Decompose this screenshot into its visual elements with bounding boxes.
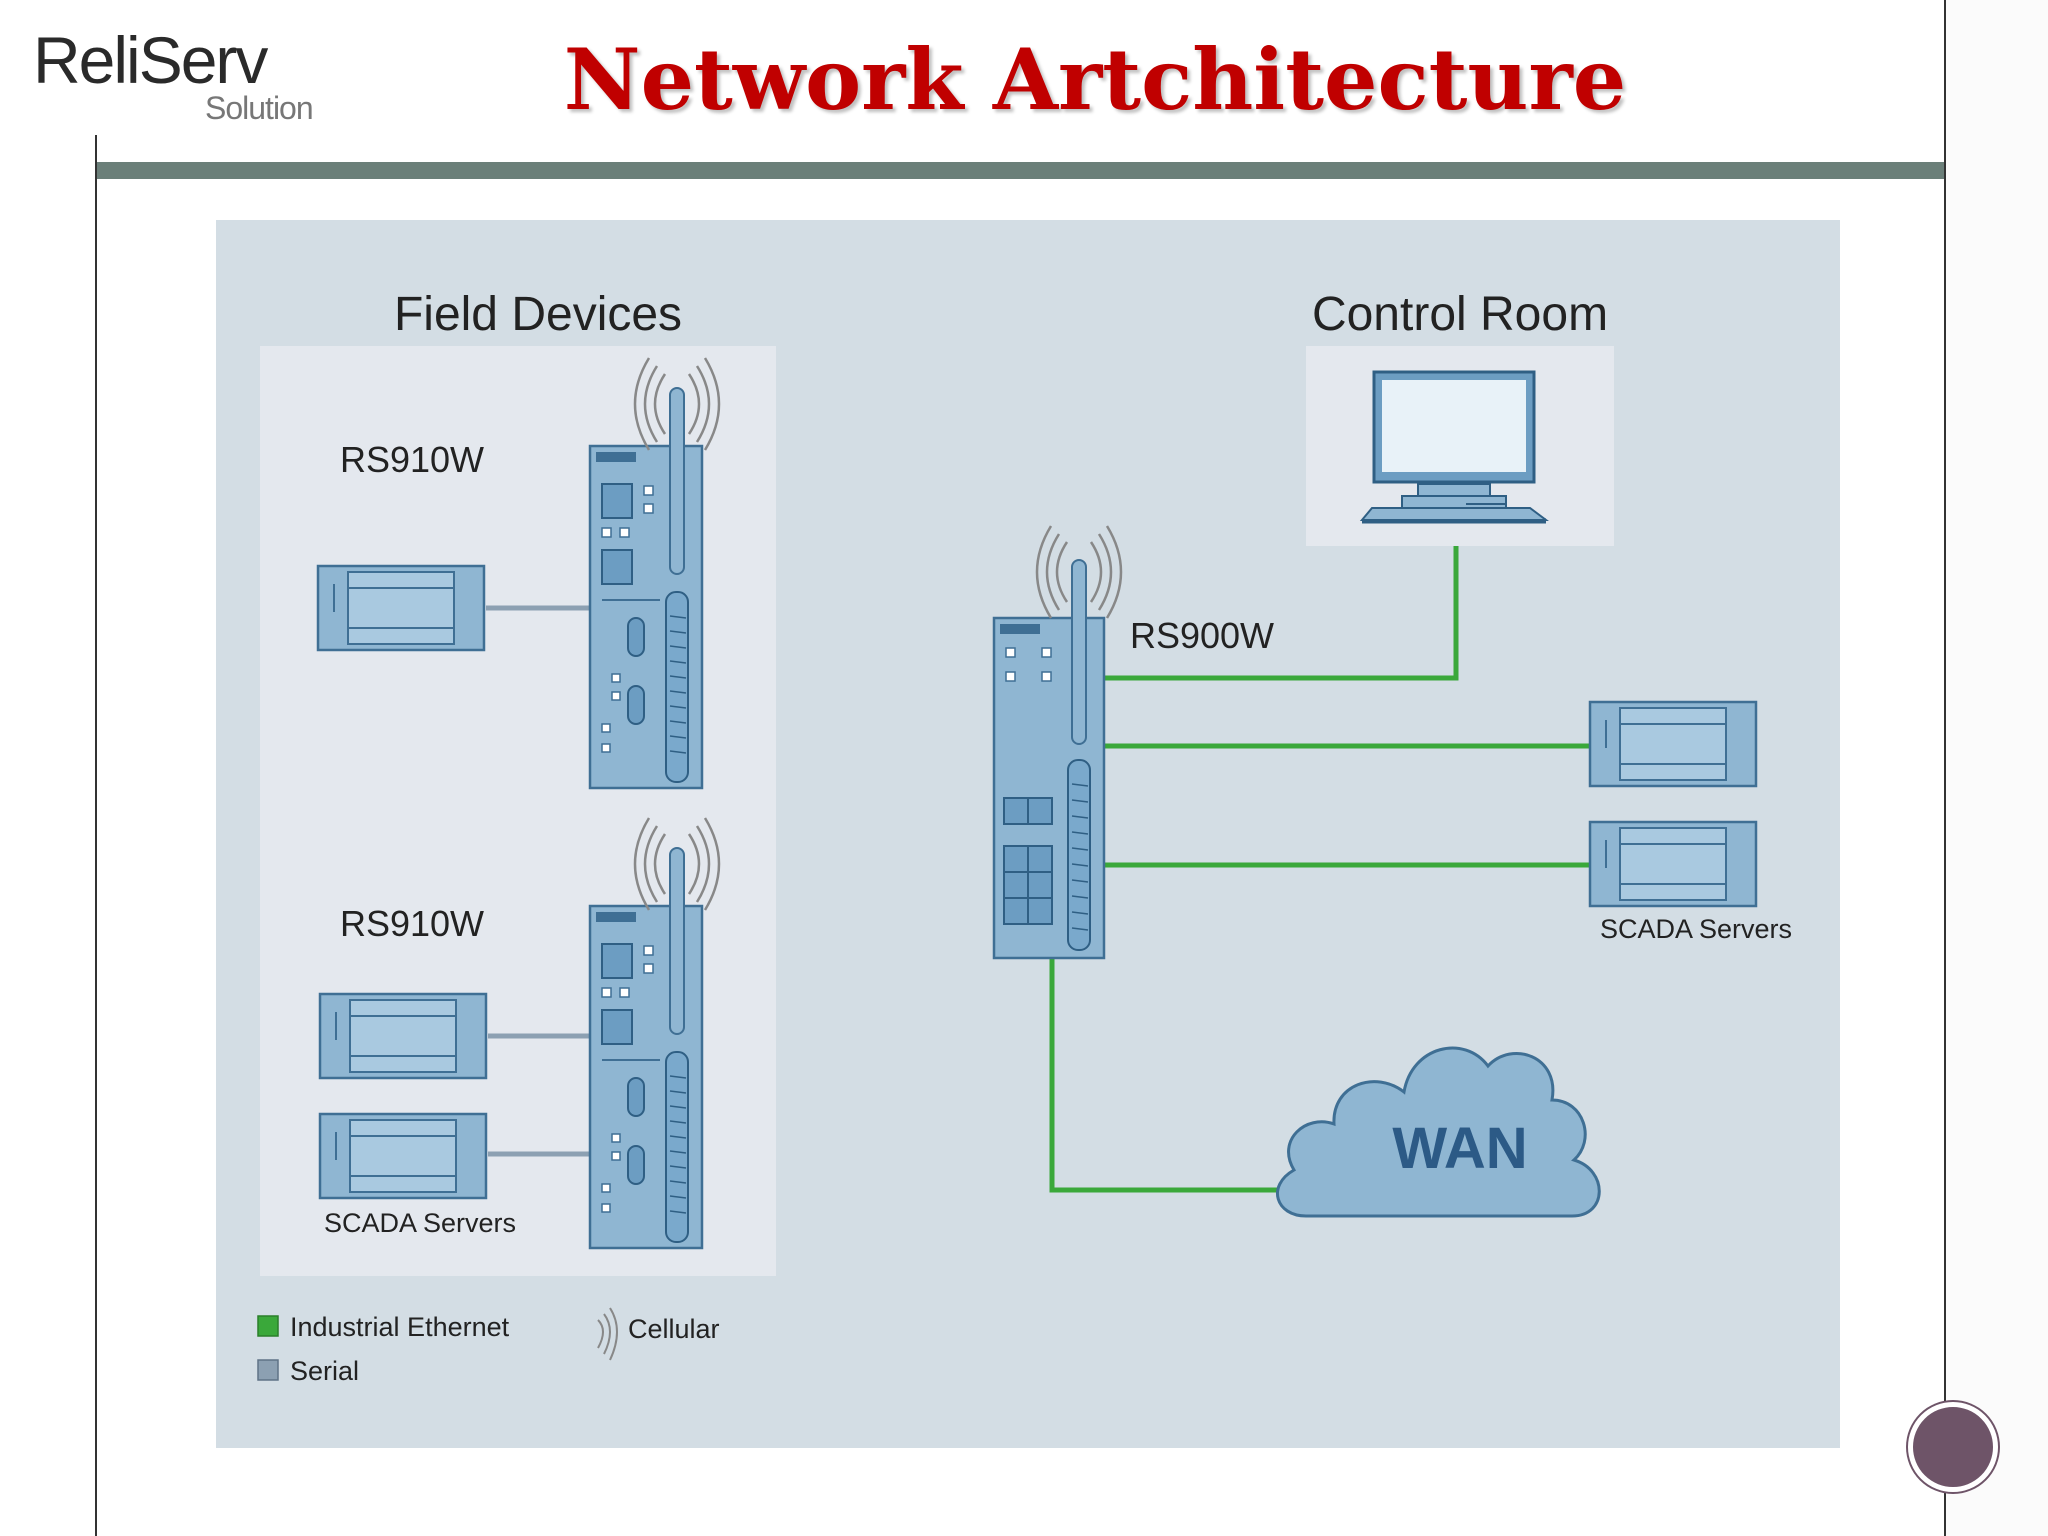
logo-text: ReliServ — [33, 23, 268, 97]
page-number-badge — [1908, 1402, 1998, 1492]
rs910w-router-bottom — [588, 846, 704, 1250]
legend-ethernet-label: Industrial Ethernet — [290, 1312, 510, 1342]
legend-cellular-icon — [597, 1307, 618, 1361]
field-devices-heading: Field Devices — [394, 288, 682, 341]
scada-server-control-1 — [1588, 700, 1758, 788]
side-margin — [1946, 0, 2048, 1536]
legend: Industrial Ethernet Serial Cellular — [257, 1307, 720, 1386]
legend-serial-swatch — [257, 1359, 279, 1381]
logo-subtext: Solution — [205, 90, 314, 126]
rs900w-label: RS900W — [1130, 615, 1274, 656]
scada-servers-label-left: SCADA Servers — [324, 1208, 516, 1238]
ethernet-link-control-room — [1104, 546, 1459, 681]
legend-ethernet-swatch — [257, 1315, 279, 1337]
rs910w-label-bottom: RS910W — [340, 903, 484, 944]
legend-cellular-label: Cellular — [628, 1314, 720, 1344]
rs900w-router — [992, 559, 1106, 960]
slide-title: Network Artchitecture — [563, 30, 1627, 129]
rs910w-router-top — [588, 386, 704, 790]
scada-servers-label-right: SCADA Servers — [1600, 914, 1792, 944]
computer-icon — [1359, 370, 1549, 524]
rs910w-label-top: RS910W — [340, 439, 484, 480]
scada-server-field-3 — [318, 1112, 488, 1200]
slide-right-border — [1944, 0, 1946, 1536]
control-room-heading: Control Room — [1312, 288, 1608, 341]
network-diagram: Field Devices Control Room RS910W RS910W… — [216, 220, 1840, 1448]
slide-left-border — [95, 0, 97, 1536]
title-divider — [97, 162, 1944, 179]
scada-server-field-1 — [316, 564, 486, 652]
company-logo: ReliServ Solution — [0, 0, 325, 135]
ethernet-link-wan — [1049, 958, 1292, 1193]
scada-server-control-2 — [1588, 820, 1758, 908]
wan-cloud — [1276, 1046, 1601, 1218]
wan-label: WAN — [1392, 1116, 1527, 1181]
scada-server-field-2 — [318, 992, 488, 1080]
legend-serial-label: Serial — [290, 1356, 359, 1386]
